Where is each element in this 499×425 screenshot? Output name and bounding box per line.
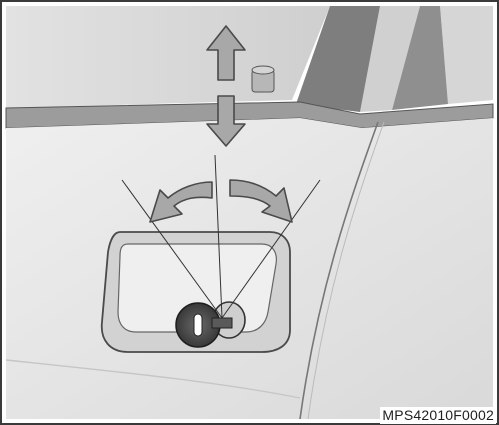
figure-code-label: MPS42010F0002 — [380, 407, 496, 424]
door-lock-button-icon — [252, 66, 274, 92]
front-window — [6, 6, 330, 108]
rear-quarter-window — [440, 6, 493, 104]
